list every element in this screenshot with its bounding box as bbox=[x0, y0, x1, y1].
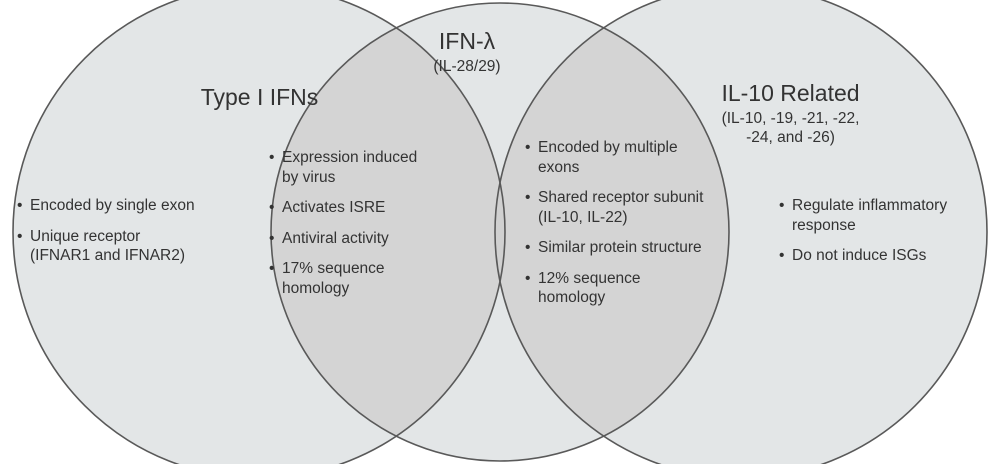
circle-outline-left bbox=[12, 0, 506, 464]
circle-outline-center bbox=[270, 2, 730, 462]
circle-outline-right bbox=[494, 0, 988, 464]
